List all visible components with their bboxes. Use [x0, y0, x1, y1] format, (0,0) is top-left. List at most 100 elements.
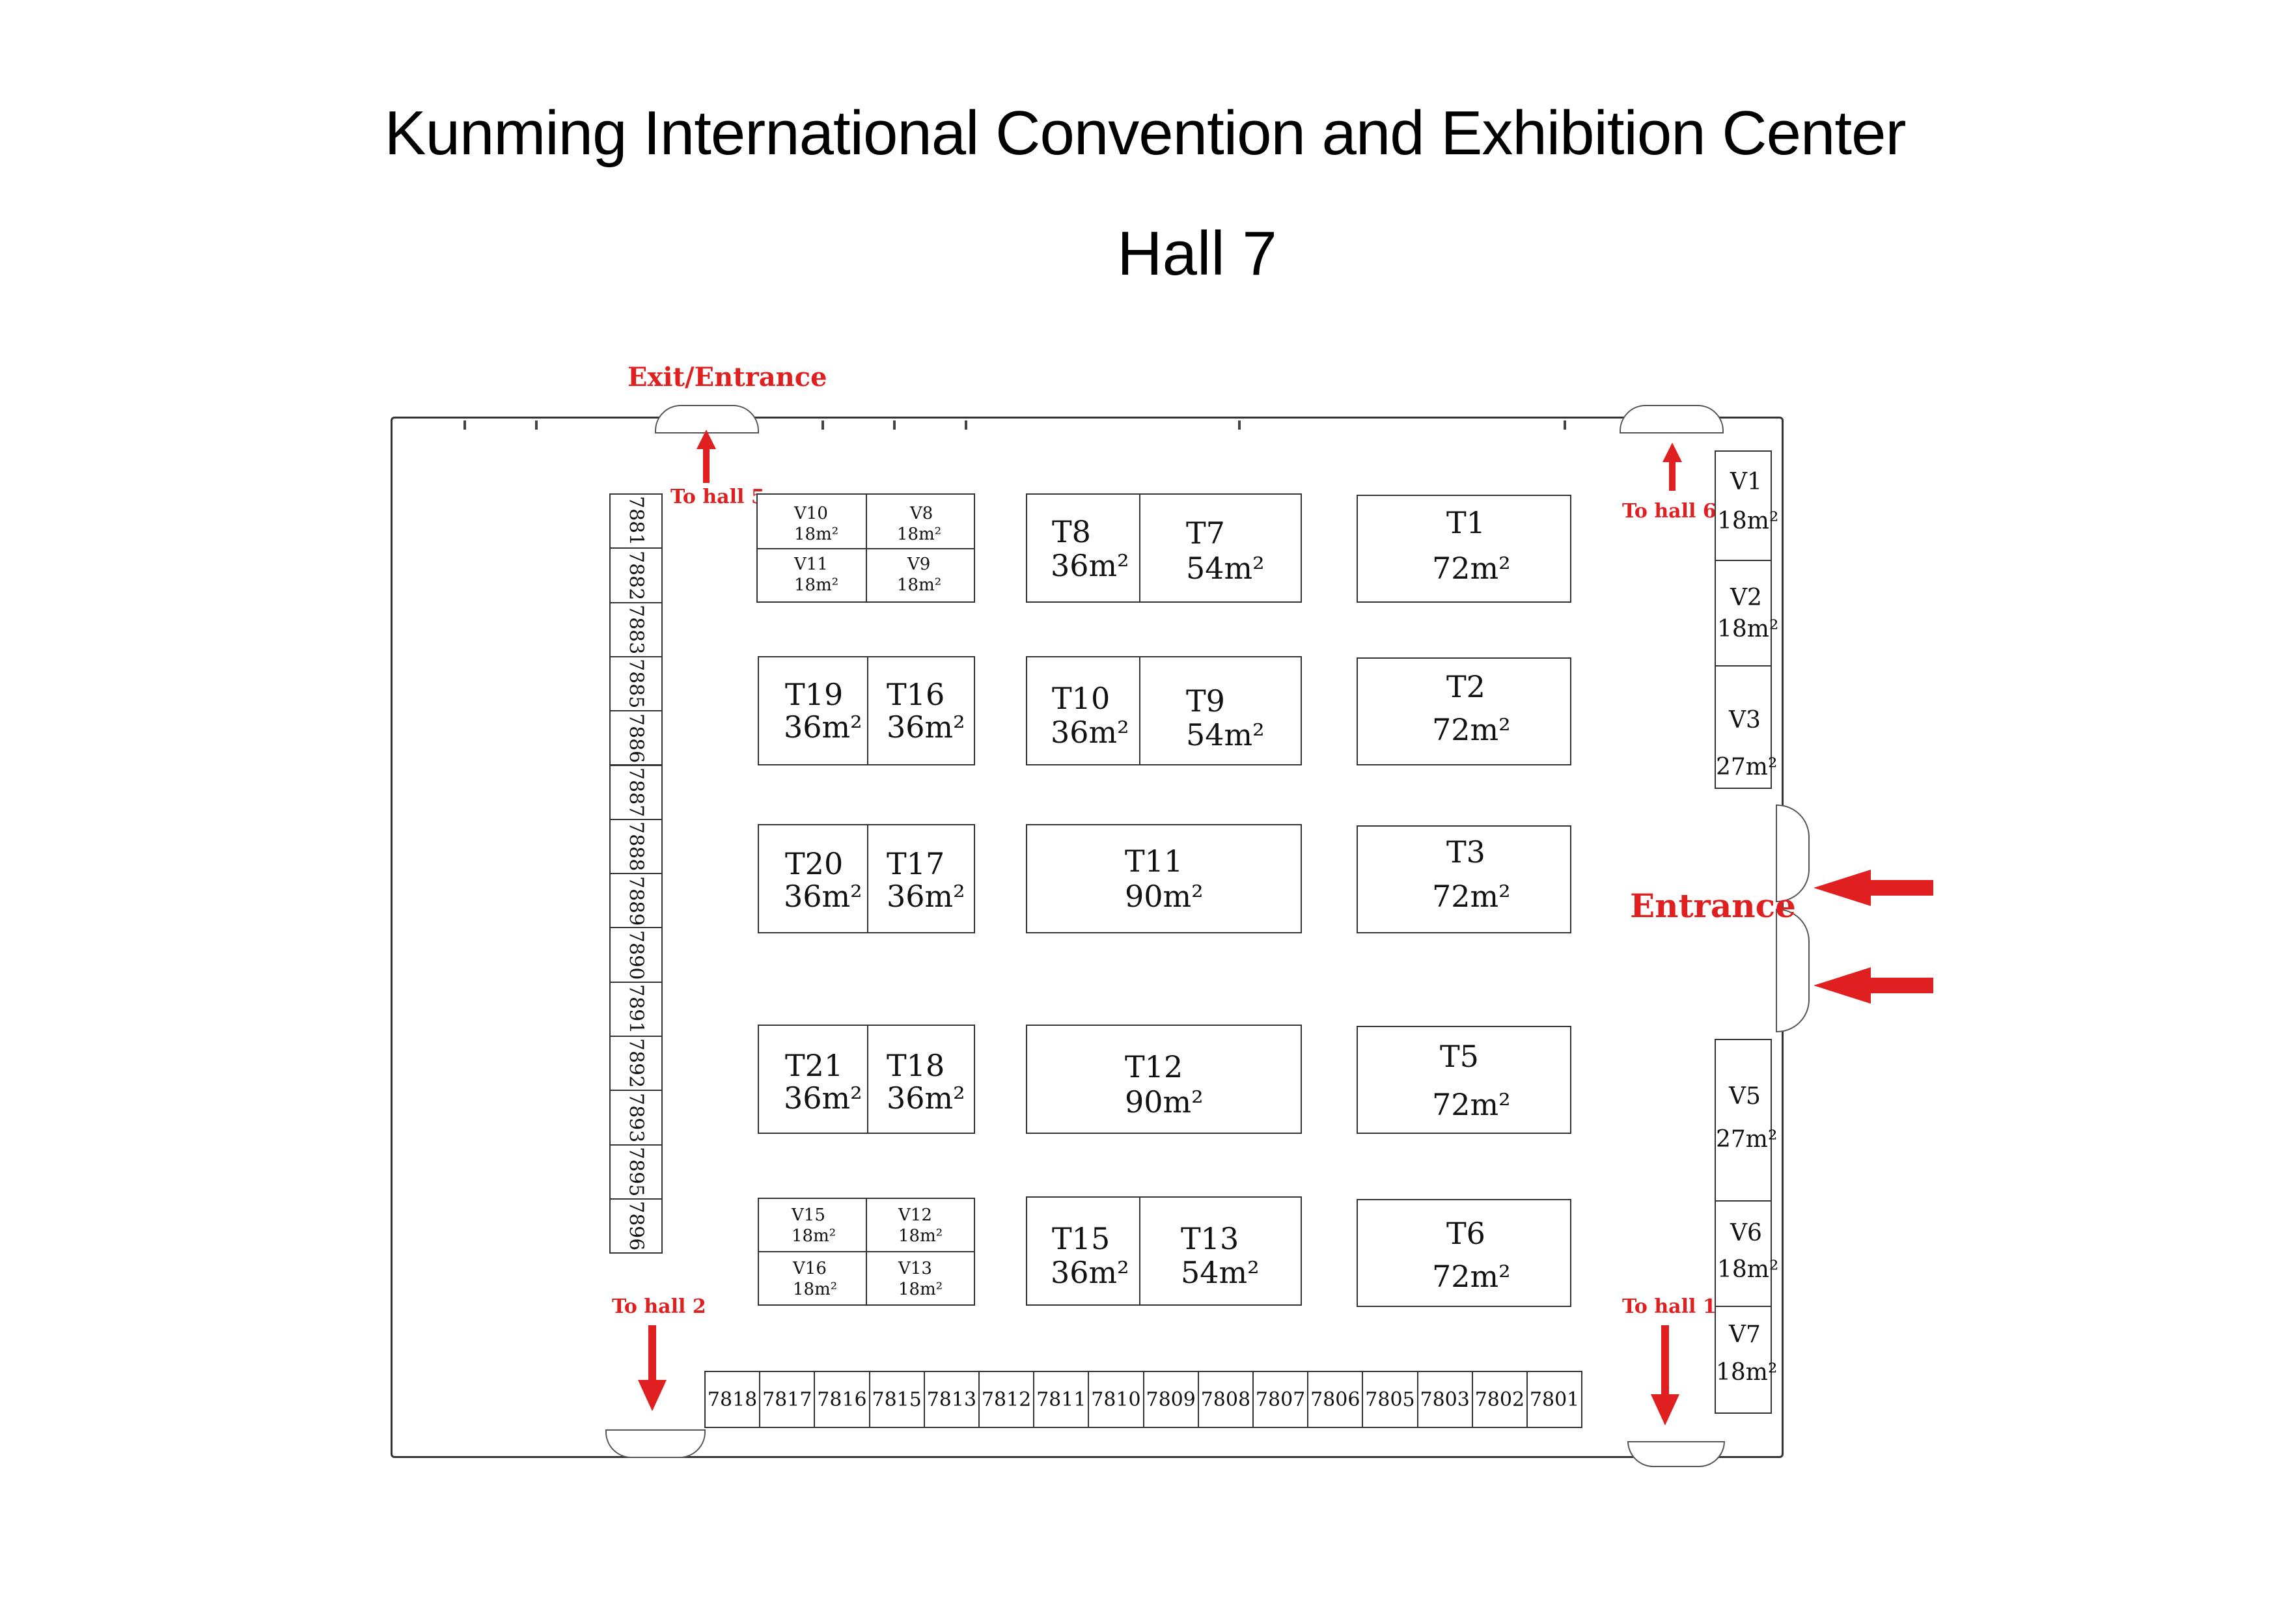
bottom-booth-7813[interactable]: 7813: [923, 1371, 980, 1428]
left-booth-7885[interactable]: 7885: [609, 655, 663, 712]
bottom-booth-7802[interactable]: 7802: [1471, 1371, 1528, 1428]
booth-id: T2: [1446, 669, 1485, 704]
booth-t12[interactable]: T12 90m²: [1026, 1025, 1302, 1134]
booth-t19[interactable]: T19 36m²: [758, 656, 868, 765]
bottom-booth-7815[interactable]: 7815: [868, 1371, 925, 1428]
booth-t21[interactable]: T21 36m²: [758, 1025, 868, 1134]
left-booth-7889[interactable]: 7889: [609, 873, 663, 929]
booth-size: 36m²: [1051, 715, 1129, 750]
booth-id: T20: [785, 846, 844, 881]
booth-id: V3: [1729, 707, 1761, 734]
booth-v1[interactable]: V1 18m²: [1715, 450, 1778, 561]
booth-id: T7: [1186, 516, 1225, 551]
booth-size: 72m²: [1432, 1087, 1511, 1122]
booth-v16[interactable]: V16 18m²: [758, 1251, 867, 1306]
booth-id: T21: [785, 1048, 844, 1083]
left-booth-7896[interactable]: 7896: [609, 1198, 663, 1254]
bottom-booth-7812[interactable]: 7812: [978, 1371, 1035, 1428]
booth-size: 72m²: [1432, 879, 1511, 914]
bottom-booth-7817[interactable]: 7817: [759, 1371, 816, 1428]
booth-t20[interactable]: T20 36m²: [758, 824, 868, 933]
booth-id: T13: [1181, 1221, 1239, 1256]
bottom-booth-7816[interactable]: 7816: [814, 1371, 870, 1428]
to-hall-2-label: To hall 2: [612, 1295, 706, 1318]
bottom-booth-7810[interactable]: 7810: [1088, 1371, 1144, 1428]
door-east-2: [1776, 909, 1810, 1032]
booth-t15[interactable]: T15 36m²: [1026, 1196, 1140, 1306]
booth-id: T17: [887, 846, 945, 881]
left-booth-7892[interactable]: 7892: [609, 1036, 663, 1092]
left-booth-7883[interactable]: 7883: [609, 601, 663, 657]
booth-t9[interactable]: T9 54m²: [1139, 656, 1302, 765]
booth-size: 18m²: [898, 1226, 943, 1246]
booth-t3[interactable]: T3 72m²: [1357, 825, 1571, 933]
to-hall-5-label: To hall 5: [670, 486, 765, 508]
left-booth-7890[interactable]: 7890: [609, 927, 663, 983]
booth-v7[interactable]: V7 18m²: [1715, 1306, 1777, 1414]
booth-t18[interactable]: T18 36m²: [867, 1025, 975, 1134]
left-booth-7888[interactable]: 7888: [609, 818, 663, 875]
booth-v3[interactable]: V3 27m²: [1715, 665, 1777, 789]
bottom-booth-7806[interactable]: 7806: [1307, 1371, 1364, 1428]
bottom-booth-7809[interactable]: 7809: [1142, 1371, 1199, 1428]
booth-size: 54m²: [1186, 717, 1265, 752]
booth-t16[interactable]: T16 36m²: [867, 656, 975, 765]
left-booth-7891[interactable]: 7891: [609, 981, 663, 1037]
booth-v6[interactable]: V6 18m²: [1715, 1200, 1778, 1307]
booth-v8[interactable]: V8 18m²: [866, 493, 975, 549]
booth-v11[interactable]: V11 18m²: [756, 548, 867, 603]
left-booth-7886[interactable]: 7886: [609, 710, 663, 766]
bottom-booth-7807[interactable]: 7807: [1252, 1371, 1309, 1428]
bottom-booth-7803[interactable]: 7803: [1416, 1371, 1473, 1428]
booth-id: V6: [1730, 1220, 1762, 1246]
booth-t17[interactable]: T17 36m²: [867, 824, 975, 933]
bottom-booth-7805[interactable]: 7805: [1362, 1371, 1418, 1428]
to-hall-6-label: To hall 6: [1622, 500, 1717, 523]
booth-id: T18: [887, 1048, 945, 1083]
booth-size: 36m²: [887, 1080, 965, 1116]
door-bottom-right: [1627, 1441, 1725, 1467]
booth-size: 36m²: [784, 709, 862, 745]
booth-size: 18m²: [1716, 1359, 1778, 1386]
entrance-label: Entrance: [1630, 887, 1796, 925]
booth-v5[interactable]: V5 27m²: [1715, 1039, 1777, 1202]
booth-id: V12: [898, 1205, 932, 1225]
booth-t5[interactable]: T5 72m²: [1357, 1026, 1571, 1134]
booth-t7[interactable]: T7 54m²: [1139, 493, 1302, 603]
booth-id: T10: [1052, 681, 1111, 716]
booth-t1[interactable]: T1 72m²: [1357, 495, 1571, 603]
left-booth-7893[interactable]: 7893: [609, 1090, 663, 1146]
arrow-down-icon: [638, 1325, 667, 1411]
booth-v2[interactable]: V2 18m²: [1715, 560, 1778, 667]
booth-id: T16: [887, 677, 945, 712]
booth-size: 27m²: [1716, 754, 1778, 780]
wall-tick: [965, 420, 967, 430]
left-booth-7895[interactable]: 7895: [609, 1144, 663, 1200]
booth-t8[interactable]: T8 36m²: [1026, 493, 1140, 603]
bottom-booth-7808[interactable]: 7808: [1197, 1371, 1254, 1428]
booth-v12[interactable]: V12 18m²: [866, 1198, 975, 1252]
bottom-booth-7801[interactable]: 7801: [1526, 1371, 1583, 1428]
booth-id: V11: [794, 555, 828, 574]
booth-v13[interactable]: V13 18m²: [866, 1251, 975, 1306]
booth-t11[interactable]: T11 90m²: [1026, 824, 1302, 933]
booth-size: 90m²: [1125, 879, 1204, 914]
booth-v15[interactable]: V15 18m²: [758, 1198, 867, 1252]
booth-t10[interactable]: T10 36m²: [1026, 656, 1140, 765]
booth-t13[interactable]: T13 54m²: [1139, 1196, 1302, 1306]
wall-tick: [463, 420, 466, 430]
arrow-up-icon: [1662, 443, 1682, 491]
left-booth-7882[interactable]: 7882: [609, 547, 663, 603]
booth-size: 18m²: [792, 1226, 836, 1246]
booth-v10[interactable]: V10 18m²: [756, 493, 867, 549]
bottom-booth-7811[interactable]: 7811: [1033, 1371, 1090, 1428]
arrow-down-icon: [1651, 1325, 1679, 1425]
bottom-booth-7818[interactable]: 7818: [704, 1371, 761, 1428]
wall-tick: [893, 420, 896, 430]
booth-v9[interactable]: V9 18m²: [866, 548, 975, 603]
left-booth-7881[interactable]: 7881: [609, 493, 663, 549]
left-booth-7887[interactable]: 7887: [609, 764, 663, 820]
door-east-1: [1776, 805, 1810, 902]
booth-t2[interactable]: T2 72m²: [1357, 657, 1571, 765]
booth-t6[interactable]: T6 72m²: [1357, 1199, 1571, 1307]
